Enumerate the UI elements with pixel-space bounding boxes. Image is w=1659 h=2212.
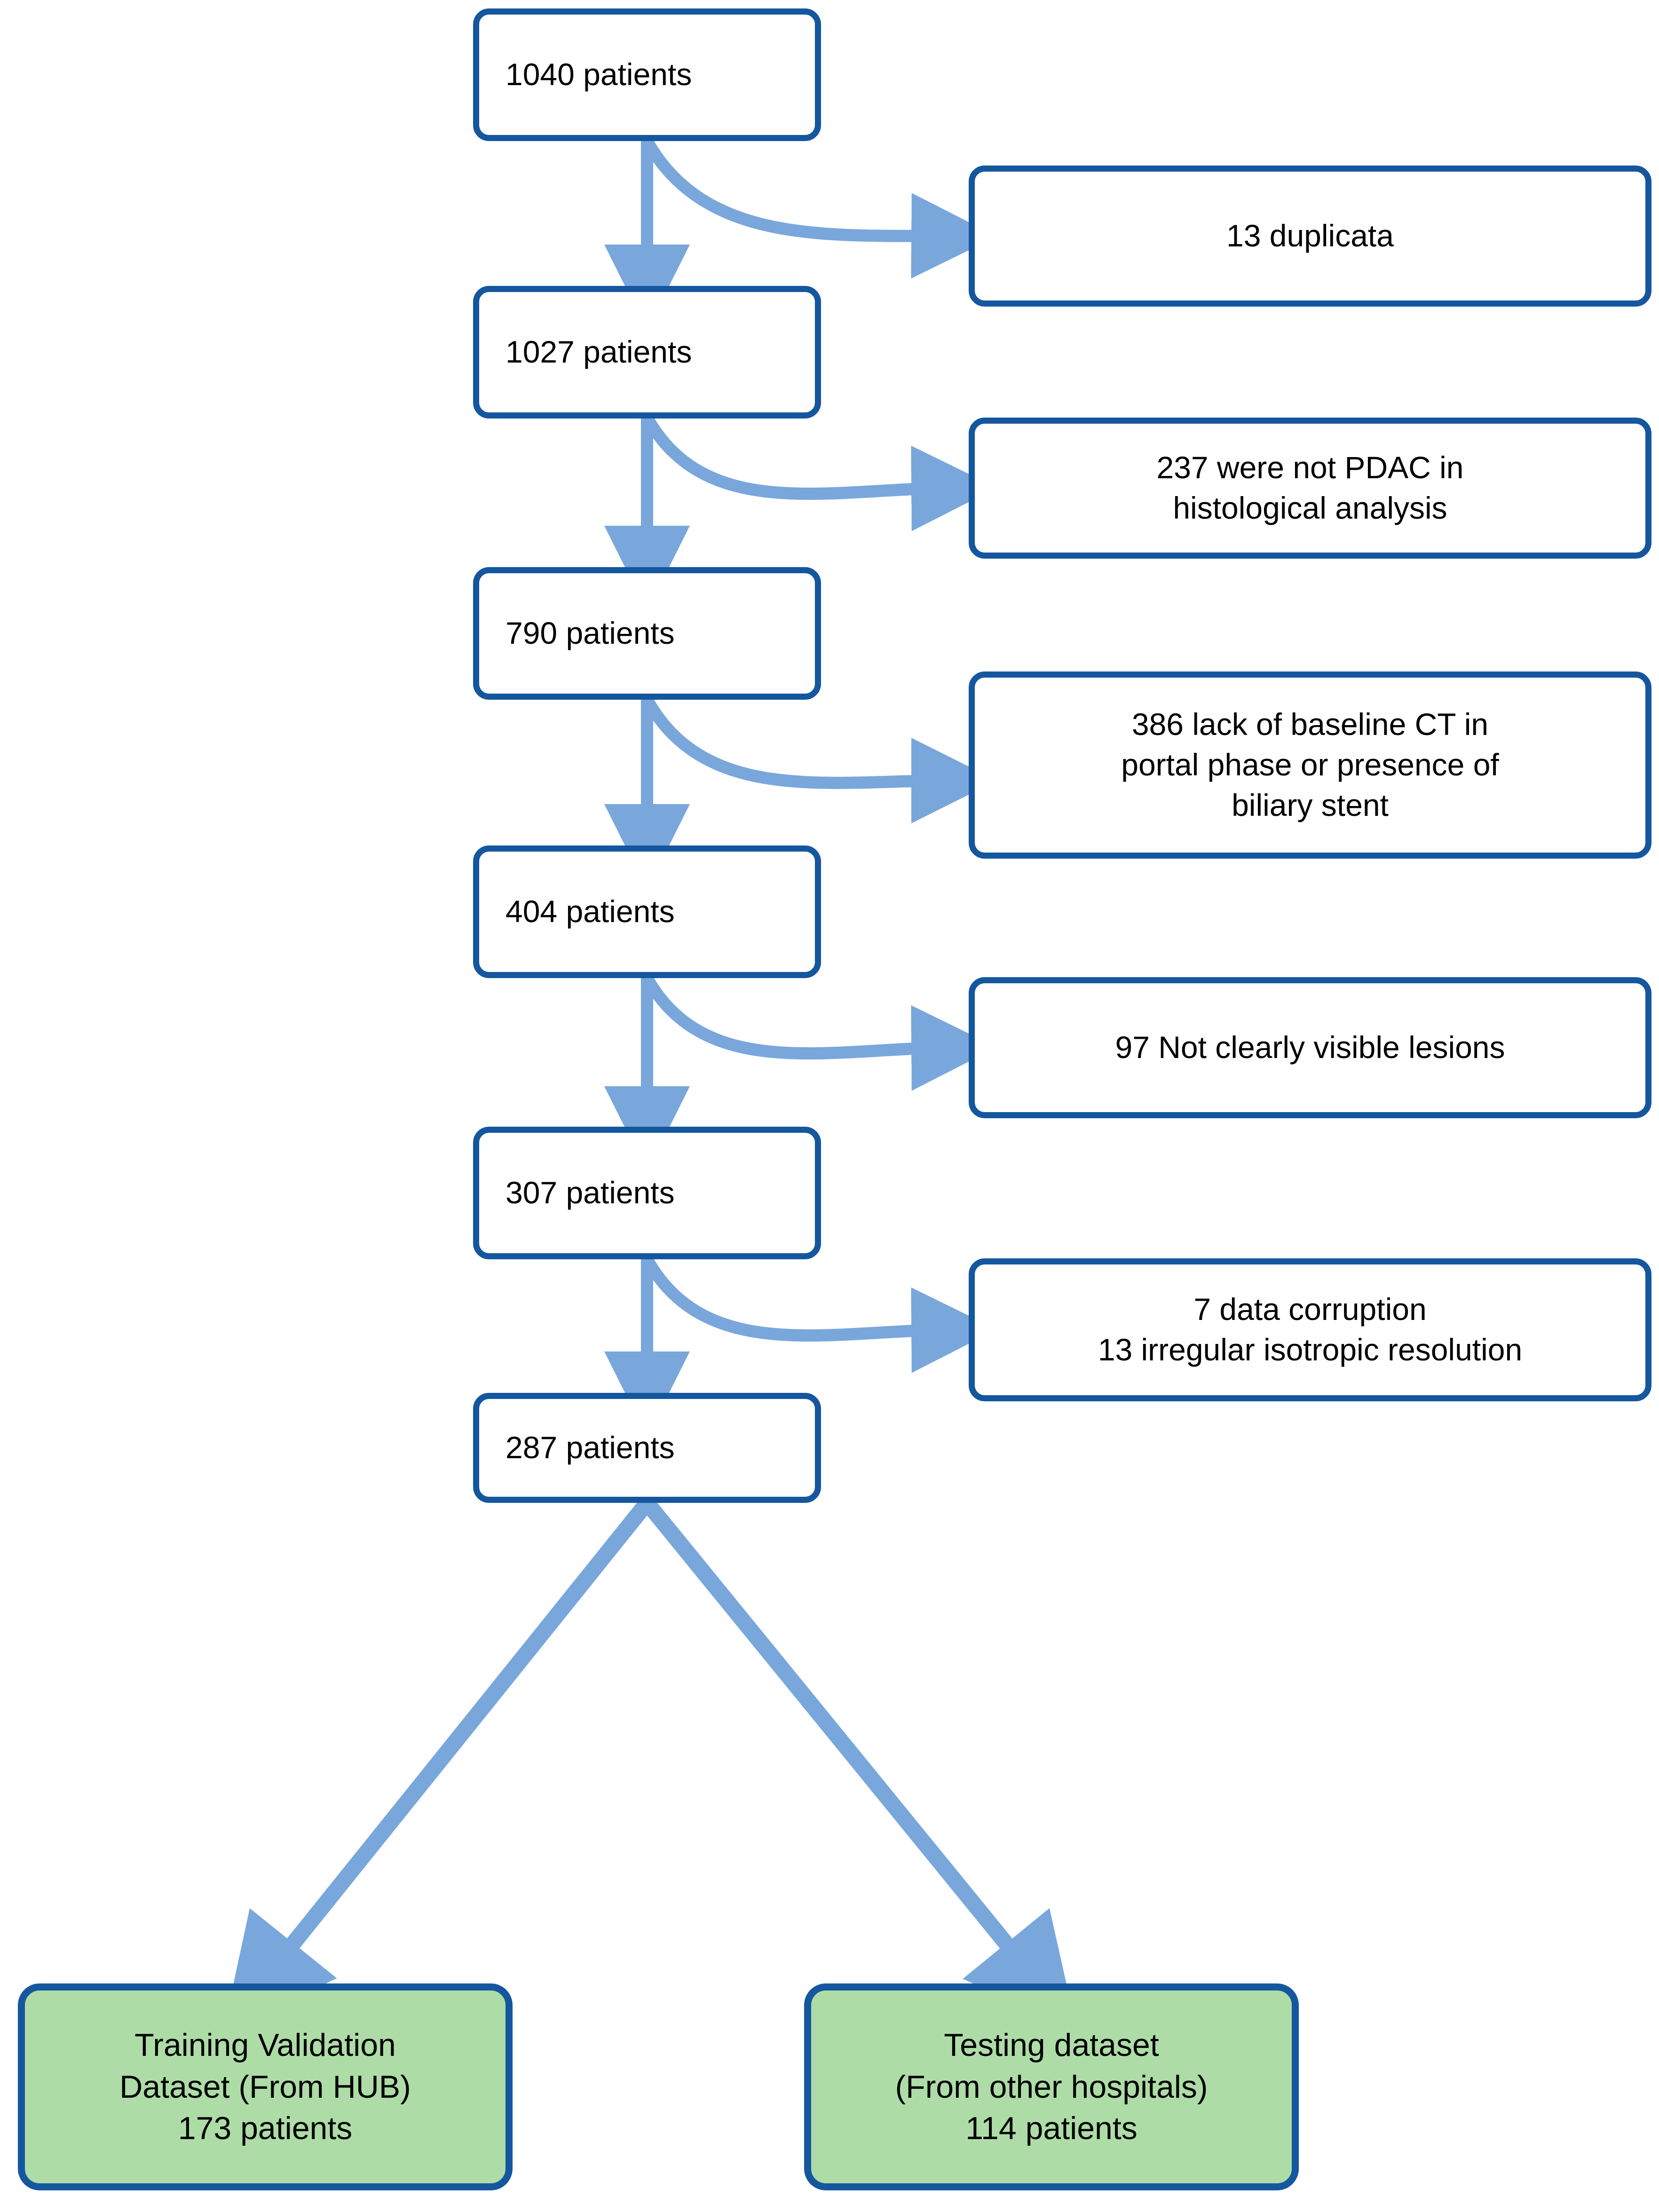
testing-dataset-line-1: Testing dataset bbox=[944, 2027, 1159, 2063]
training-dataset-line-2: Dataset (From HUB) bbox=[119, 2069, 411, 2105]
exclusion-no-ct-line-3: biliary stent bbox=[1232, 787, 1389, 822]
training-dataset-line-3: 173 patients bbox=[178, 2110, 353, 2147]
testing-dataset-text: Testing dataset (From other hospitals) 1… bbox=[811, 2024, 1292, 2149]
testing-dataset-line-3: 114 patients bbox=[965, 2110, 1138, 2147]
exclusion-not-pdac-text: 237 were not PDAC in histological analys… bbox=[975, 448, 1645, 529]
exclusion-data-quality-text: 7 data corruption 13 irregular isotropic… bbox=[975, 1289, 1645, 1370]
node-exclusion-no-baseline-ct[interactable]: 386 lack of baseline CT in portal phase … bbox=[969, 672, 1651, 859]
node-1027-patients[interactable]: 1027 patients bbox=[473, 286, 821, 419]
arrow-split-testing bbox=[640, 1498, 1077, 2030]
testing-dataset-line-2: (From other hospitals) bbox=[895, 2069, 1208, 2105]
node-testing-dataset[interactable]: Testing dataset (From other hospitals) 1… bbox=[804, 1983, 1299, 2190]
arrow-split-training bbox=[223, 1498, 654, 2031]
node-404-label: 404 patients bbox=[506, 894, 675, 929]
exclusion-duplicata-text: 13 duplicata bbox=[975, 216, 1645, 256]
node-287-label: 287 patients bbox=[506, 1430, 675, 1465]
node-404-patients[interactable]: 404 patients bbox=[473, 845, 821, 978]
node-790-patients[interactable]: 790 patients bbox=[473, 567, 821, 700]
node-1027-label: 1027 patients bbox=[506, 334, 692, 370]
training-dataset-line-1: Training Validation bbox=[134, 2027, 396, 2063]
node-307-label: 307 patients bbox=[506, 1175, 675, 1210]
exclusion-not-visible-line-1: 97 Not clearly visible lesions bbox=[1115, 1030, 1505, 1065]
node-exclusion-not-visible[interactable]: 97 Not clearly visible lesions bbox=[969, 977, 1651, 1118]
exclusion-data-quality-line-2: 13 irregular isotropic resolution bbox=[1098, 1332, 1523, 1367]
node-exclusion-duplicata[interactable]: 13 duplicata bbox=[969, 166, 1651, 307]
node-1040-label: 1040 patients bbox=[506, 57, 692, 92]
exclusion-no-baseline-ct-text: 386 lack of baseline CT in portal phase … bbox=[975, 704, 1645, 825]
node-287-patients[interactable]: 287 patients bbox=[473, 1393, 821, 1503]
node-exclusion-data-quality[interactable]: 7 data corruption 13 irregular isotropic… bbox=[969, 1258, 1651, 1401]
node-exclusion-not-pdac[interactable]: 237 were not PDAC in histological analys… bbox=[969, 418, 1651, 559]
node-307-patients[interactable]: 307 patients bbox=[473, 1127, 821, 1259]
node-training-validation-dataset[interactable]: Training Validation Dataset (From HUB) 1… bbox=[18, 1983, 513, 2190]
arrow-branch-corruption bbox=[641, 1256, 997, 1373]
node-790-label: 790 patients bbox=[506, 616, 675, 651]
exclusion-not-pdac-line-2: histological analysis bbox=[1173, 490, 1447, 525]
exclusion-no-ct-line-1: 386 lack of baseline CT in bbox=[1131, 707, 1489, 742]
arrow-branch-no-ct bbox=[641, 696, 997, 824]
exclusion-not-visible-text: 97 Not clearly visible lesions bbox=[975, 1027, 1645, 1068]
exclusion-data-quality-line-1: 7 data corruption bbox=[1193, 1292, 1427, 1327]
training-dataset-text: Training Validation Dataset (From HUB) 1… bbox=[25, 2024, 506, 2149]
arrow-branch-duplicata bbox=[641, 138, 997, 279]
arrow-branch-not-visible bbox=[641, 975, 997, 1091]
exclusion-not-pdac-line-1: 237 were not PDAC in bbox=[1156, 450, 1464, 485]
arrow-branch-not-pdac bbox=[641, 414, 997, 531]
node-1040-patients[interactable]: 1040 patients bbox=[473, 8, 821, 141]
exclusion-duplicata-line-1: 13 duplicata bbox=[1226, 218, 1394, 253]
exclusion-no-ct-line-2: portal phase or presence of bbox=[1121, 747, 1499, 782]
